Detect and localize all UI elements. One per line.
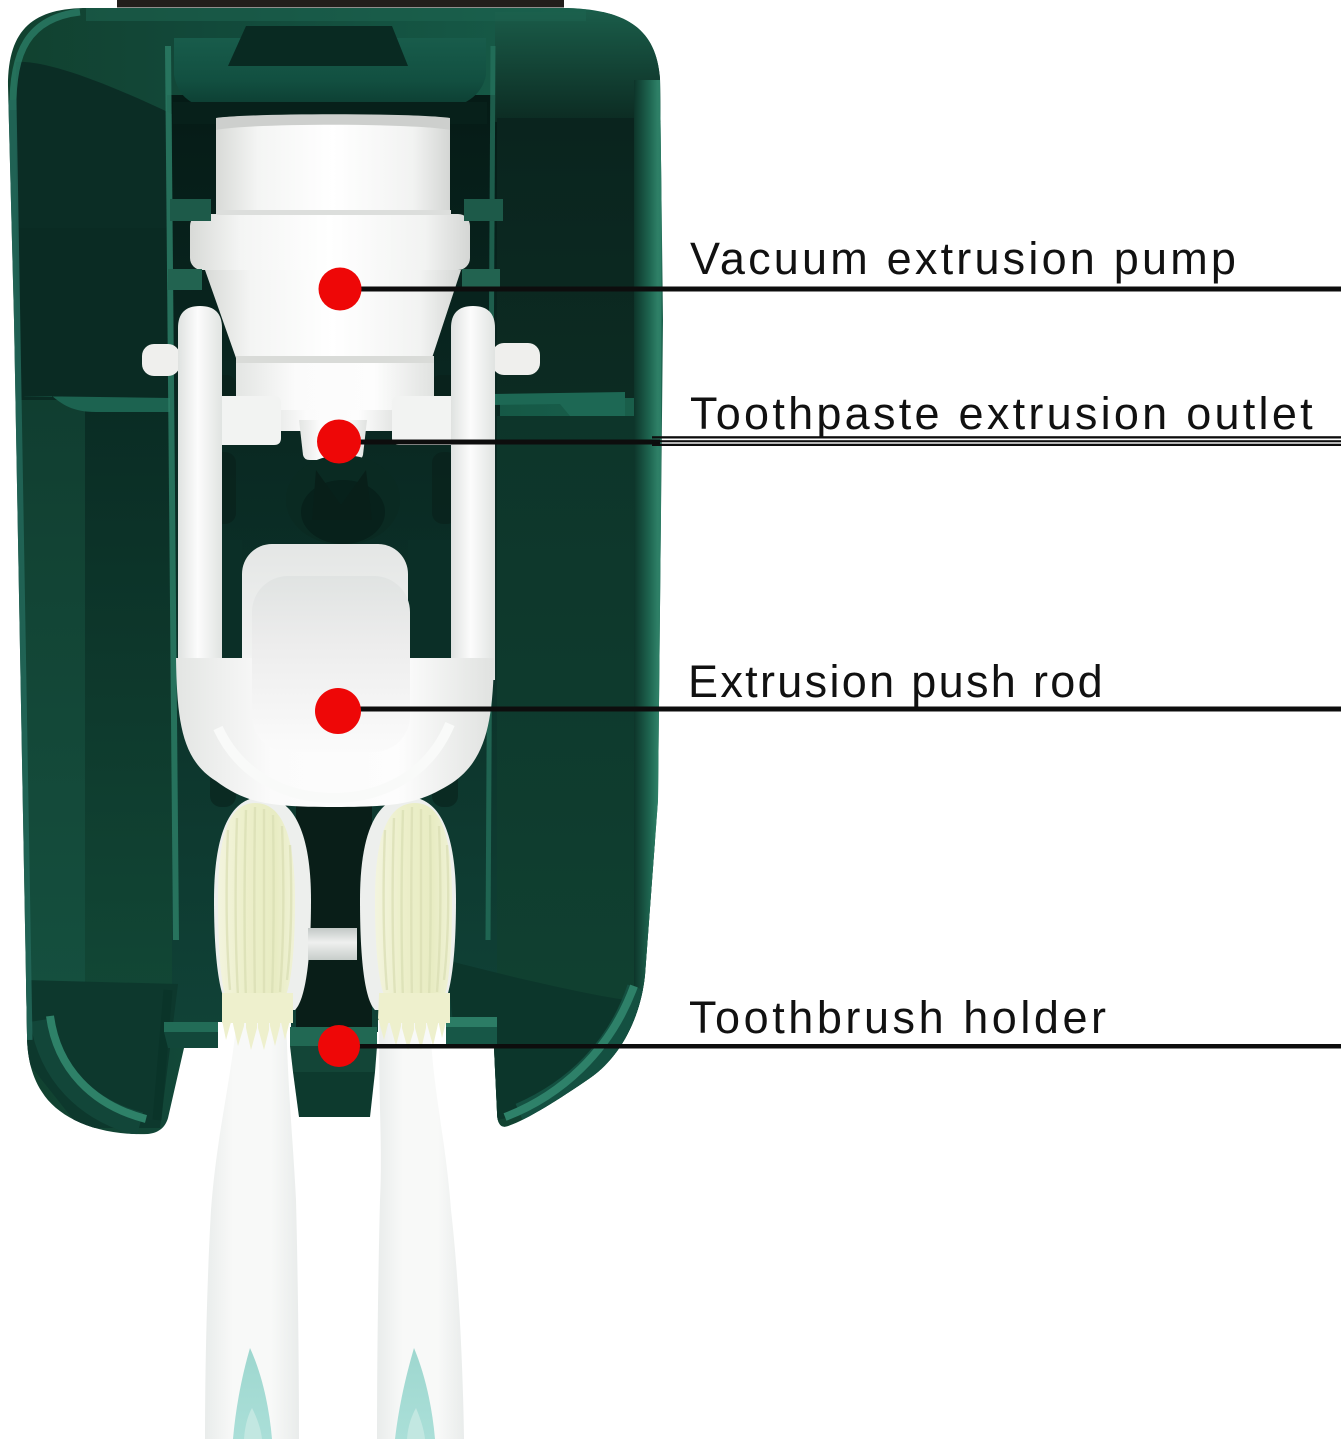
svg-text:Vacuum extrusion pump: Vacuum extrusion pump (690, 233, 1239, 284)
svg-text:Extrusion push rod: Extrusion push rod (688, 656, 1105, 707)
svg-text:Toothpaste extrusion outlet: Toothpaste extrusion outlet (690, 388, 1316, 439)
svg-text:Toothbrush holder: Toothbrush holder (689, 992, 1110, 1043)
